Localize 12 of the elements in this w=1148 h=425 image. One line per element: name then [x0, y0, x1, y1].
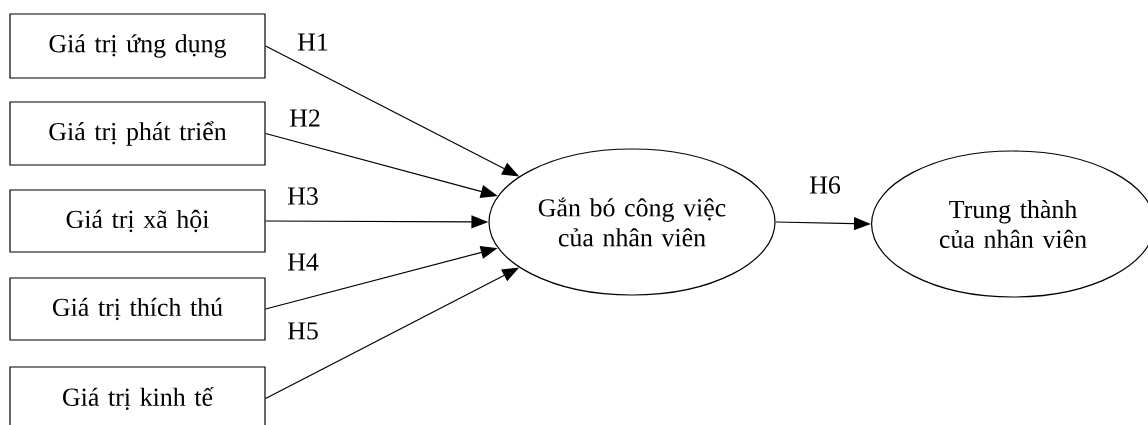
edge-label: H2 — [289, 109, 320, 127]
text-box: Giá trị xã hội — [9, 189, 266, 253]
edge-label: H1 — [297, 33, 328, 51]
edge-label: H5 — [287, 322, 318, 340]
text-box: Giá trị kinh tế — [9, 366, 266, 425]
edge-label: H6 — [809, 176, 841, 194]
text-box: Giá trị thích thú — [9, 277, 266, 341]
edge-label: H4 — [287, 253, 319, 271]
ellipse-node: Gắn bó công việc của nhân viên — [488, 148, 776, 296]
edge-label: H3 — [287, 187, 318, 205]
text-box: Giá trị phát triển — [9, 101, 266, 166]
text-box: Giá trị ứng dụng — [9, 13, 266, 79]
